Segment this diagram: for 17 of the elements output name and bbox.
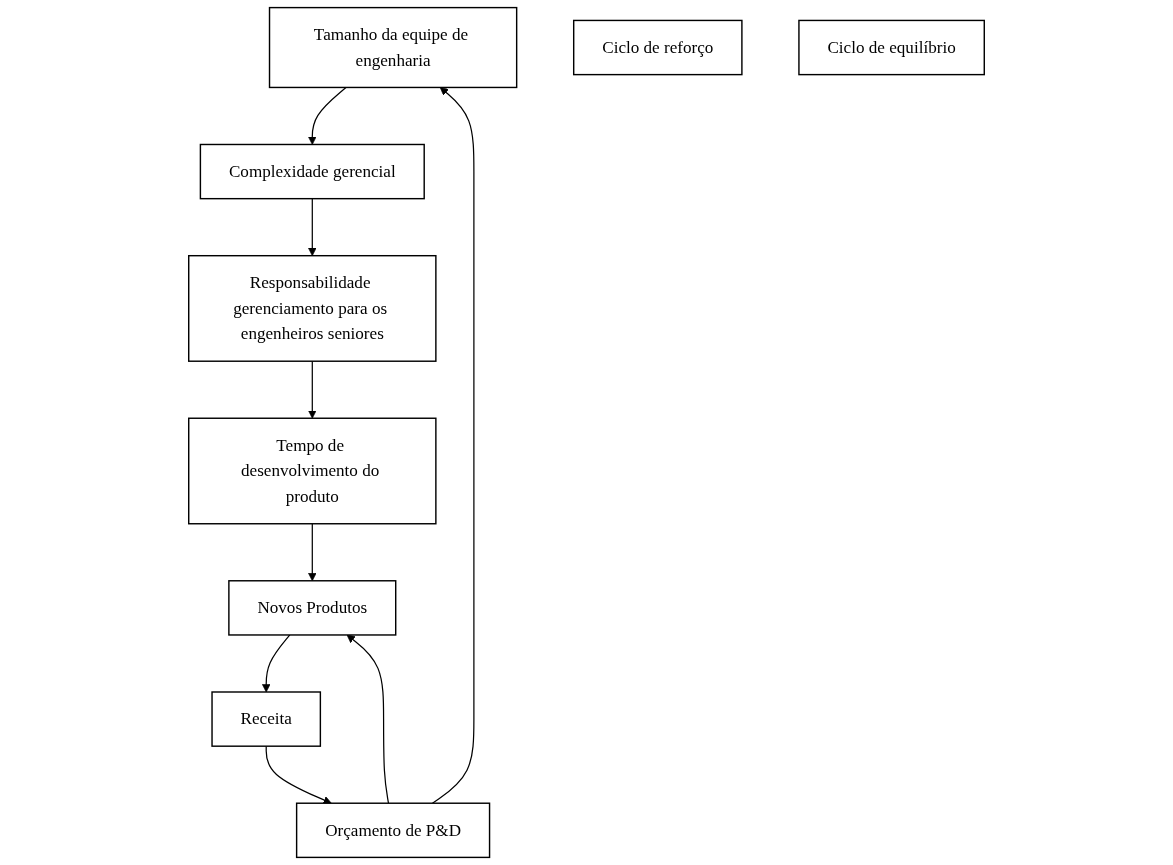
arrow — [346, 634, 390, 804]
arrow — [262, 634, 291, 693]
arrow — [308, 523, 317, 582]
node-box: Ciclo de equilíbrio — [798, 19, 985, 76]
node-box: Receita — [211, 691, 322, 747]
arrow — [431, 87, 475, 804]
arrow — [308, 198, 317, 257]
node-box: Complexidade gerencial — [199, 143, 425, 200]
node-box: Orçamento de P&D — [295, 802, 491, 859]
node-box: Novos Produtos — [228, 580, 397, 636]
node-box: Tamanho da equipe de engenharia — [268, 6, 518, 89]
node-box: Responsabilidade gerenciamento para os engenheiros seniores — [188, 255, 437, 362]
arrow — [308, 360, 317, 419]
arrow — [265, 745, 332, 804]
arrow — [308, 86, 347, 145]
node-box: Ciclo de reforço — [573, 19, 743, 76]
node-box: Tempo de desenvolvimento do produto — [188, 417, 437, 525]
